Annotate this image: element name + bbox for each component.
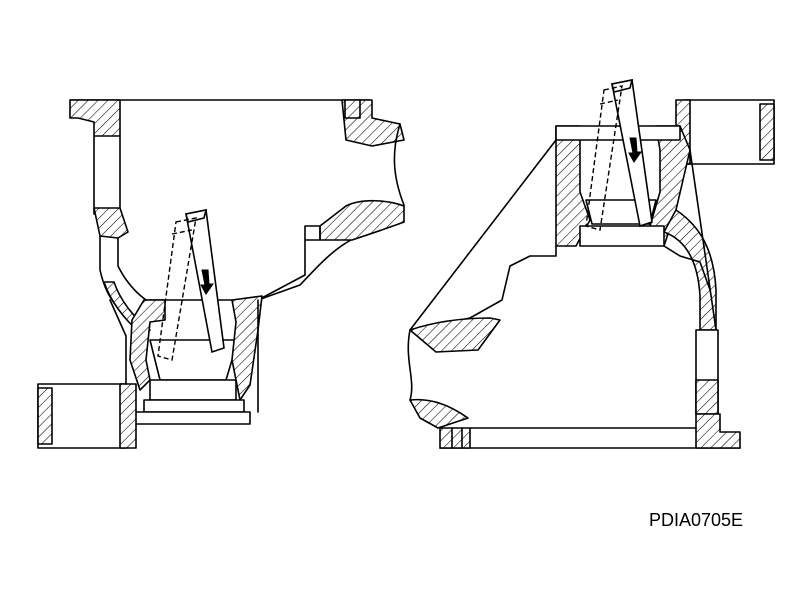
left-seat-right (231, 295, 263, 401)
right-base-left (439, 427, 471, 449)
left-top-right-flange (341, 99, 405, 147)
left-tool (185, 208, 225, 354)
left-tool-ghost (157, 217, 197, 361)
left-housing-view (37, 99, 405, 449)
right-left-arm (409, 317, 501, 353)
left-bearing-race (149, 339, 239, 381)
left-right-shoulder (319, 199, 405, 241)
right-tool (611, 78, 653, 228)
right-base-right (695, 413, 741, 449)
left-seat-left (129, 299, 166, 391)
right-housing-view (407, 78, 775, 449)
figure-code-label: PDIA0705E (649, 510, 744, 530)
right-tool-ghost (585, 85, 623, 231)
left-wall-upper (93, 207, 129, 239)
right-side-wall (663, 209, 717, 331)
left-top-flange (69, 99, 121, 137)
